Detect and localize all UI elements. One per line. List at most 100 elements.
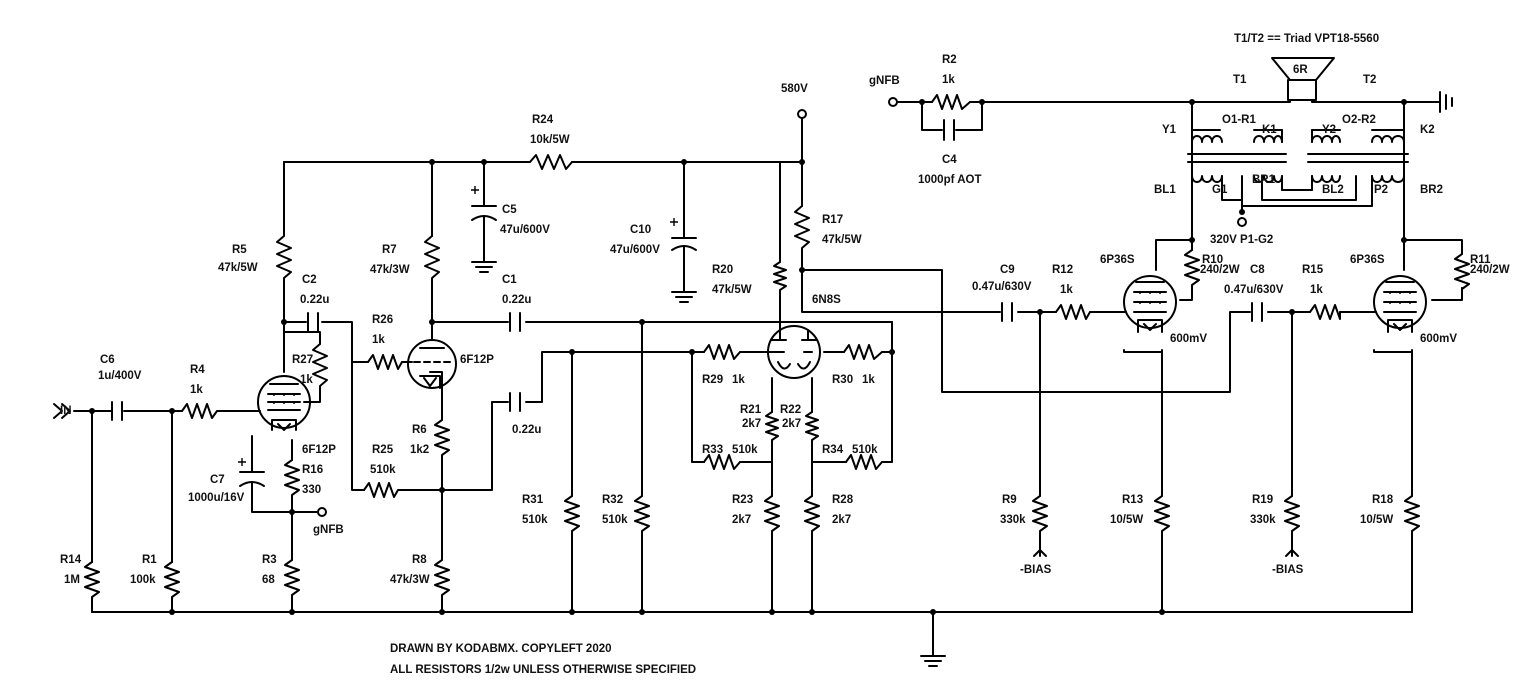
- c3-value: 0.22u: [512, 424, 541, 436]
- c6-value: 1u/400V: [98, 370, 142, 382]
- bias-left-arrow: [1033, 549, 1047, 557]
- input-arrow: [53, 403, 71, 419]
- c1-ref: C1: [502, 274, 517, 286]
- r32-ref: R32: [602, 494, 623, 506]
- tube-v5: [1373, 275, 1427, 333]
- supply-terminal: [797, 109, 807, 119]
- o1r1-label: O1-R1: [1222, 114, 1256, 126]
- r24-value: 10k/5W: [530, 134, 570, 146]
- r26-value: 1k: [372, 334, 385, 346]
- bl1-label: BL1: [1154, 184, 1176, 196]
- br2-label: BR2: [1420, 184, 1443, 196]
- r6-symbol: [434, 419, 450, 461]
- tube-v4: [1123, 275, 1177, 333]
- v2-label: 6F12P: [460, 354, 494, 366]
- g1-label: G1: [1212, 184, 1228, 196]
- r4-ref: R4: [190, 364, 205, 376]
- r5-value: 47k/5W: [218, 262, 258, 274]
- r15-ref: R15: [1302, 264, 1324, 276]
- c4-symbol: [943, 119, 955, 141]
- r10-symbol: [1184, 249, 1200, 291]
- r28-symbol: [804, 495, 820, 537]
- r29-symbol: [703, 344, 741, 360]
- r19-symbol: [1284, 495, 1300, 537]
- r7-value: 47k/3W: [370, 264, 410, 276]
- gnfb-in-terminal: [888, 97, 898, 107]
- r25-value: 510k: [370, 464, 396, 476]
- c10-ref: C10: [630, 224, 651, 236]
- r22-value: 2k7: [782, 418, 801, 430]
- r5-symbol: [276, 235, 292, 291]
- c8-value: 0.47u/630V: [1224, 284, 1284, 296]
- r12-ref: R12: [1052, 264, 1073, 276]
- r29-ref: R29: [702, 374, 723, 386]
- r14-value: 1M: [64, 574, 80, 586]
- r21-value: 2k7: [742, 418, 761, 430]
- gnfb-in-label: gNFB: [869, 75, 900, 87]
- c2-ref: C2: [302, 274, 317, 286]
- r9-ref: R9: [1002, 494, 1017, 506]
- r13-symbol: [1154, 495, 1170, 537]
- r28-ref: R28: [832, 494, 854, 506]
- r9-value: 330k: [1000, 514, 1026, 526]
- wires: [73, 85, 1463, 657]
- c6-ref: C6: [100, 354, 115, 366]
- r4-symbol: [181, 403, 223, 419]
- r2-ref: R2: [942, 54, 957, 66]
- output-transformer-t1: [1187, 135, 1287, 183]
- mv-left-label: 600mV: [1170, 333, 1207, 345]
- c5-ref: C5: [502, 204, 517, 216]
- c1-value: 0.22u: [502, 294, 531, 306]
- r10-ref: R10: [1202, 254, 1223, 266]
- r19-value: 330k: [1250, 514, 1276, 526]
- gnfb-out-label: gNFB: [313, 524, 344, 536]
- r30-symbol: [843, 344, 883, 360]
- bl2-label: BL2: [1322, 184, 1344, 196]
- r26-ref: R26: [372, 314, 393, 326]
- v4-label: 6P36S: [1100, 254, 1135, 266]
- input-label: IN: [60, 405, 72, 417]
- r2-value: 1k: [942, 74, 955, 86]
- r3-value: 68: [262, 574, 275, 586]
- v3-label: 6N8S: [812, 294, 841, 306]
- bias-right-label: -BIAS: [1272, 564, 1304, 576]
- r31-value: 510k: [522, 514, 548, 526]
- gnfb-out-terminal: [317, 507, 327, 517]
- r27-ref: R27: [292, 354, 313, 366]
- t2-label: T2: [1363, 74, 1376, 86]
- r34-symbol: [845, 454, 883, 470]
- r28-value: 2k7: [832, 514, 851, 526]
- r14-ref: R14: [60, 554, 82, 566]
- c4-ref: C4: [942, 154, 957, 166]
- r8-symbol: [434, 559, 450, 601]
- c10-value: 47u/600V: [610, 244, 660, 256]
- r32-value: 510k: [602, 514, 628, 526]
- resistors: [84, 94, 1470, 603]
- r20-value: 47k/5W: [712, 284, 752, 296]
- drawn-by-note: DRAWN BY KODABMX. COPYLEFT 2020: [390, 643, 612, 655]
- c8-ref: C8: [1250, 264, 1265, 276]
- p2-label: P2: [1374, 184, 1388, 196]
- br1-label: BR1: [1252, 174, 1276, 186]
- r7-ref: R7: [382, 244, 397, 256]
- r1-ref: R1: [142, 554, 157, 566]
- r26-symbol: [367, 354, 403, 370]
- resistor-note: ALL RESISTORS 1/2w UNLESS OTHERWISE SPEC…: [390, 664, 696, 676]
- r33-symbol: [703, 454, 741, 470]
- r25-symbol: [363, 482, 401, 498]
- r11-ref: R11: [1470, 254, 1491, 266]
- r30-ref: R30: [832, 374, 853, 386]
- title-text: T1/T2 == Triad VPT18-5560: [1234, 33, 1379, 45]
- c3-symbol: [509, 392, 521, 412]
- c9-symbol: [1001, 302, 1013, 322]
- k1-label: K1: [1262, 124, 1277, 136]
- r15-symbol: [1309, 304, 1341, 320]
- c4-value: 1000pf AOT: [918, 174, 981, 186]
- v1-label: 6F12P: [302, 444, 336, 456]
- y2-label: Y2: [1322, 124, 1336, 136]
- r13-ref: R13: [1122, 494, 1143, 506]
- capacitors: [111, 119, 1263, 487]
- r3-symbol: [284, 559, 300, 601]
- r23-ref: R23: [732, 494, 753, 506]
- y1-label: Y1: [1162, 124, 1177, 136]
